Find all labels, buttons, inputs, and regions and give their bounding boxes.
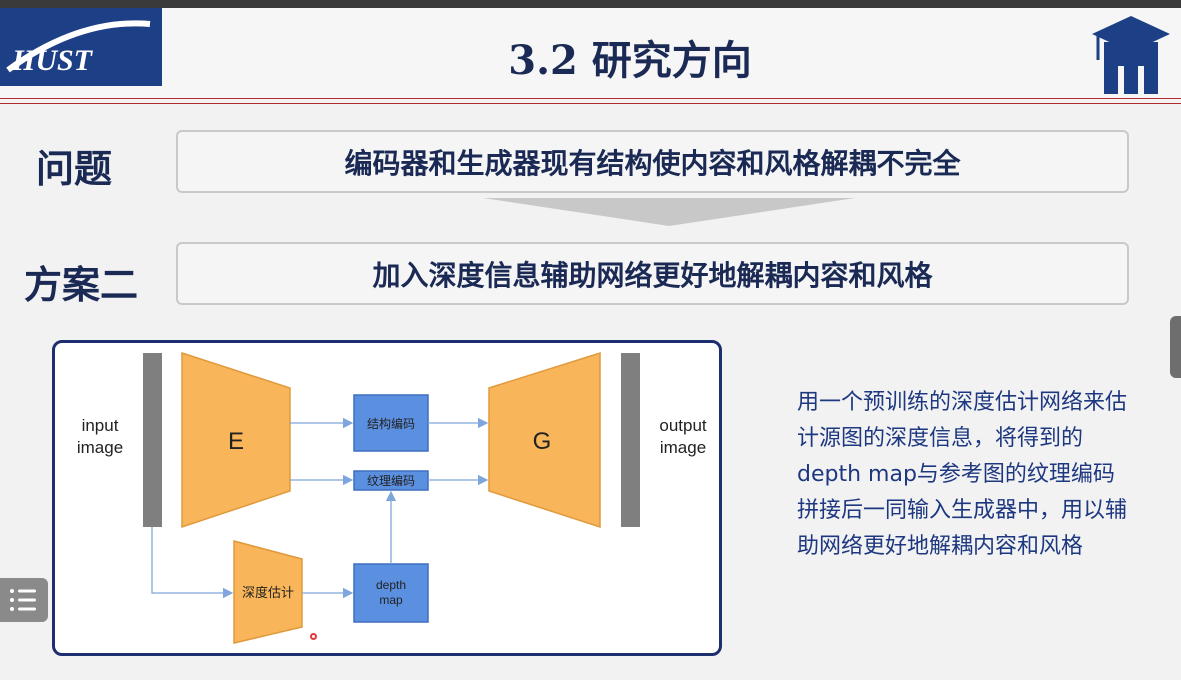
encoder-label: E <box>228 428 244 455</box>
window-top-bar <box>0 0 1181 8</box>
struct-code-label: 结构编码 <box>367 416 415 431</box>
hust-logo: HUST <box>0 8 162 86</box>
output-label-line1: output <box>659 416 707 435</box>
encoder-trapezoid <box>181 351 291 529</box>
input-bar <box>143 353 162 527</box>
generator-label: G <box>533 428 552 455</box>
input-label-line1: input <box>82 416 119 435</box>
side-panel-tab[interactable] <box>1170 316 1181 378</box>
network-diagram: input image E 结构编码 纹理编码 G output image 深… <box>52 340 722 656</box>
input-label-line2: image <box>77 438 123 457</box>
graduation-cap-icon <box>1090 14 1172 96</box>
depth-estimation-trapezoid <box>233 540 303 644</box>
solution-label: 方案二 <box>24 263 139 307</box>
solution-box: 加入深度信息辅助网络更好地解耦内容和风格 <box>176 242 1129 305</box>
page-title: 3.2 研究方向 <box>508 37 752 84</box>
output-bar <box>621 353 640 527</box>
list-menu-button[interactable] <box>0 578 48 622</box>
cursor-indicator <box>310 633 317 640</box>
texture-code-label: 纹理编码 <box>367 473 415 488</box>
depth-estimation-label: 深度估计 <box>242 585 294 600</box>
struct-code-box <box>353 394 429 452</box>
depth-map-label-line2: map <box>379 593 403 607</box>
generator-trapezoid <box>488 351 601 529</box>
header-rule-top <box>0 98 1181 99</box>
depth-map-label-line1: depth <box>376 578 406 592</box>
header-rule-bottom <box>0 103 1181 104</box>
output-label-line2: image <box>660 438 706 457</box>
problem-label: 问题 <box>36 147 113 191</box>
description-text: 用一个预训练的深度估计网络来估计源图的深度信息，将得到的depth map与参考… <box>797 390 1128 559</box>
arrow-input-to-depth <box>151 527 234 599</box>
list-menu-icon <box>10 589 36 611</box>
slide-header <box>0 8 1181 100</box>
problem-box: 编码器和生成器现有结构使内容和风格解耦不完全 <box>176 130 1129 193</box>
logo-text: HUST <box>11 44 94 77</box>
depth-map-box <box>353 563 429 623</box>
down-arrow <box>483 198 855 226</box>
